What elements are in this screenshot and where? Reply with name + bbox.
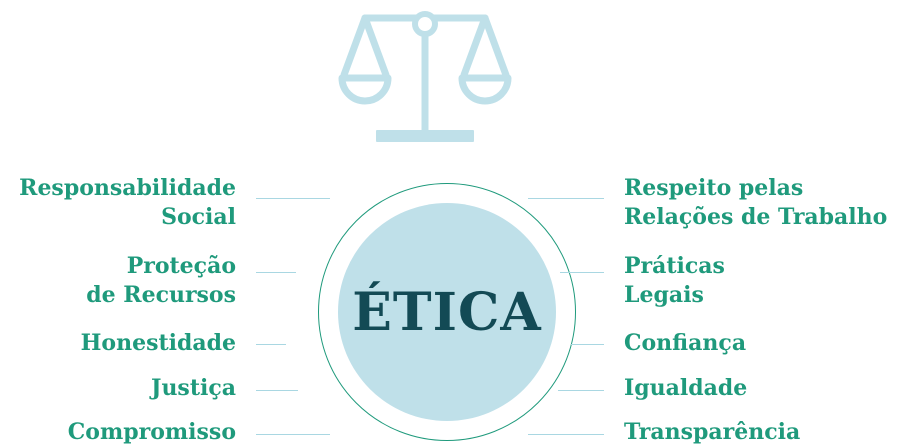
connector-line [256, 344, 286, 345]
label-line: Igualdade [624, 375, 748, 401]
label-line: Proteção [126, 253, 236, 279]
value-label-protecao-de-recursos: Proteção de Recursos [86, 252, 236, 310]
value-label-respeito-relacoes-trabalho: Respeito pelas Relações de Trabalho [624, 174, 887, 232]
center-ring [318, 183, 576, 441]
value-label-igualdade: Igualdade [624, 374, 747, 403]
center-title: ÉTICA [352, 281, 542, 343]
label-line: Confiança [624, 330, 747, 356]
connector-line [256, 272, 296, 273]
connector-line [256, 434, 330, 435]
connector-line [256, 198, 330, 199]
label-line: Compromisso [67, 419, 236, 445]
connector-line [560, 272, 604, 273]
center-disc [338, 203, 556, 421]
value-label-confianca: Confiança [624, 329, 746, 358]
value-label-honestidade: Honestidade [81, 329, 236, 358]
label-line: Honestidade [80, 330, 236, 356]
value-label-compromisso: Compromisso [68, 418, 236, 447]
label-line: Responsabilidade [19, 175, 236, 201]
scales-of-justice-icon [338, 11, 512, 142]
label-line: Relações de Trabalho [624, 204, 888, 230]
connector-line [571, 344, 604, 345]
label-line: Respeito pelas [624, 175, 804, 201]
label-line: Justiça [151, 375, 236, 401]
value-label-praticas-legais: Práticas Legais [624, 252, 725, 310]
connector-line [528, 434, 604, 435]
value-label-responsabilidade-social: Responsabilidade Social [19, 174, 236, 232]
connector-line [558, 390, 604, 391]
label-line: Transparência [624, 419, 801, 445]
label-line: de Recursos [86, 282, 236, 308]
value-label-transparencia: Transparência [624, 418, 800, 447]
value-label-justica: Justiça [151, 374, 236, 403]
label-line: Social [161, 204, 236, 230]
label-line: Práticas [624, 253, 725, 279]
connector-line [256, 390, 298, 391]
label-line: Legais [624, 282, 704, 308]
connector-line [528, 198, 604, 199]
